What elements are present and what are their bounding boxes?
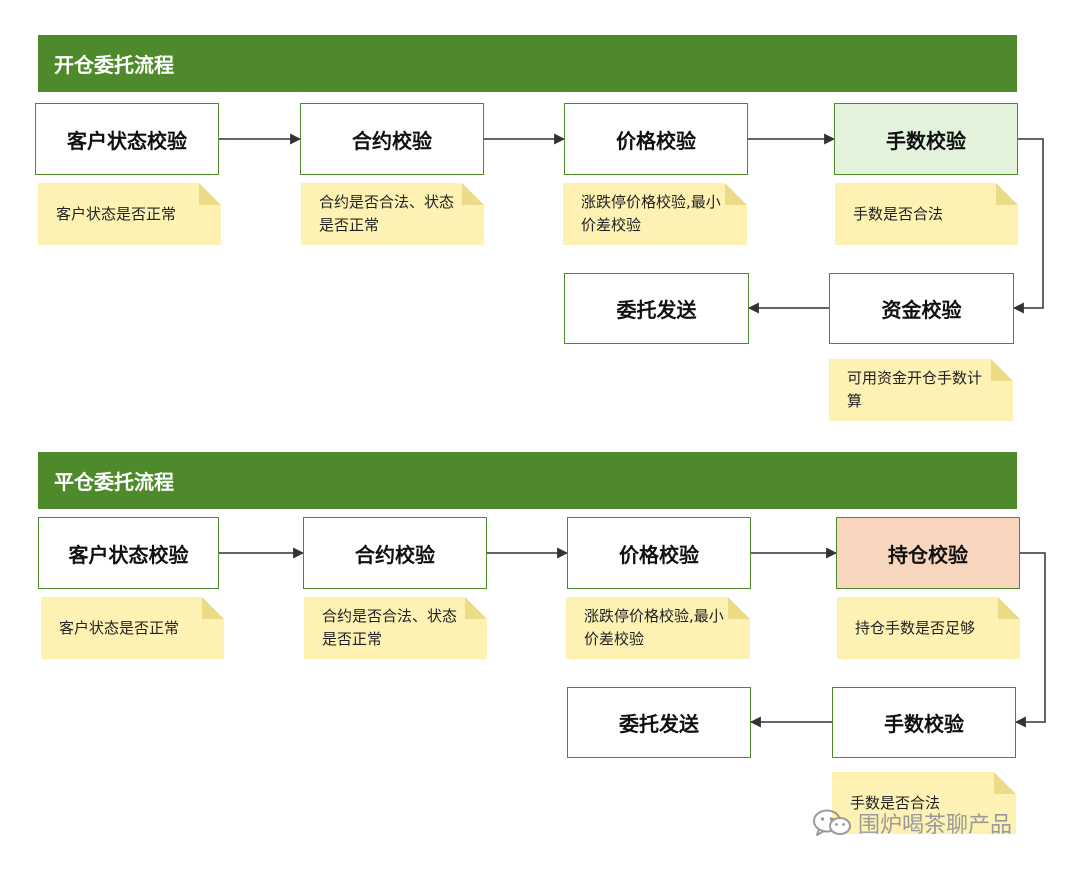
- close-step-price-check: 价格校验: [567, 517, 751, 589]
- open-step-price-check: 价格校验: [564, 103, 748, 175]
- close-step-lots-check: 手数校验: [832, 687, 1016, 758]
- close-note-position-check: 持仓手数是否足够: [837, 597, 1020, 659]
- wechat-icon: [813, 809, 851, 836]
- open-note-lots-check: 手数是否合法: [835, 183, 1018, 245]
- arrow-close-position-to-lots: [1014, 552, 1046, 728]
- open-step-send-order: 委托发送: [564, 273, 749, 344]
- open-step-customer-check: 客户状态校验: [35, 103, 219, 175]
- close-note-lots-check: 手数是否合法: [832, 772, 1016, 834]
- close-note-customer-check: 客户状态是否正常: [41, 597, 224, 659]
- open-flow-title: 开仓委托流程: [38, 35, 1017, 92]
- open-note-price-check: 涨跌停价格校验,最小价差校验: [563, 183, 747, 245]
- close-note-contract-check: 合约是否合法、状态是否正常: [304, 597, 487, 659]
- watermark-text: 围炉喝茶聊产品: [858, 813, 1013, 838]
- open-note-contract-check: 合约是否合法、状态是否正常: [301, 183, 484, 245]
- watermark: 围炉喝茶聊产品: [812, 806, 1012, 840]
- close-step-position-check: 持仓校验: [836, 517, 1020, 589]
- open-step-funds-check: 资金校验: [829, 273, 1014, 344]
- arrow-open-lots-to-funds: [1012, 138, 1044, 314]
- open-step-lots-check: 手数校验: [834, 103, 1018, 175]
- open-step-contract-check: 合约校验: [300, 103, 484, 175]
- close-flow-title: 平仓委托流程: [38, 452, 1017, 509]
- close-step-send-order: 委托发送: [567, 687, 751, 758]
- close-step-customer-check: 客户状态校验: [38, 517, 219, 589]
- open-note-funds-check: 可用资金开仓手数计算: [829, 359, 1013, 421]
- open-note-customer-check: 客户状态是否正常: [38, 183, 221, 245]
- close-step-contract-check: 合约校验: [303, 517, 487, 589]
- close-note-price-check: 涨跌停价格校验,最小价差校验: [566, 597, 750, 659]
